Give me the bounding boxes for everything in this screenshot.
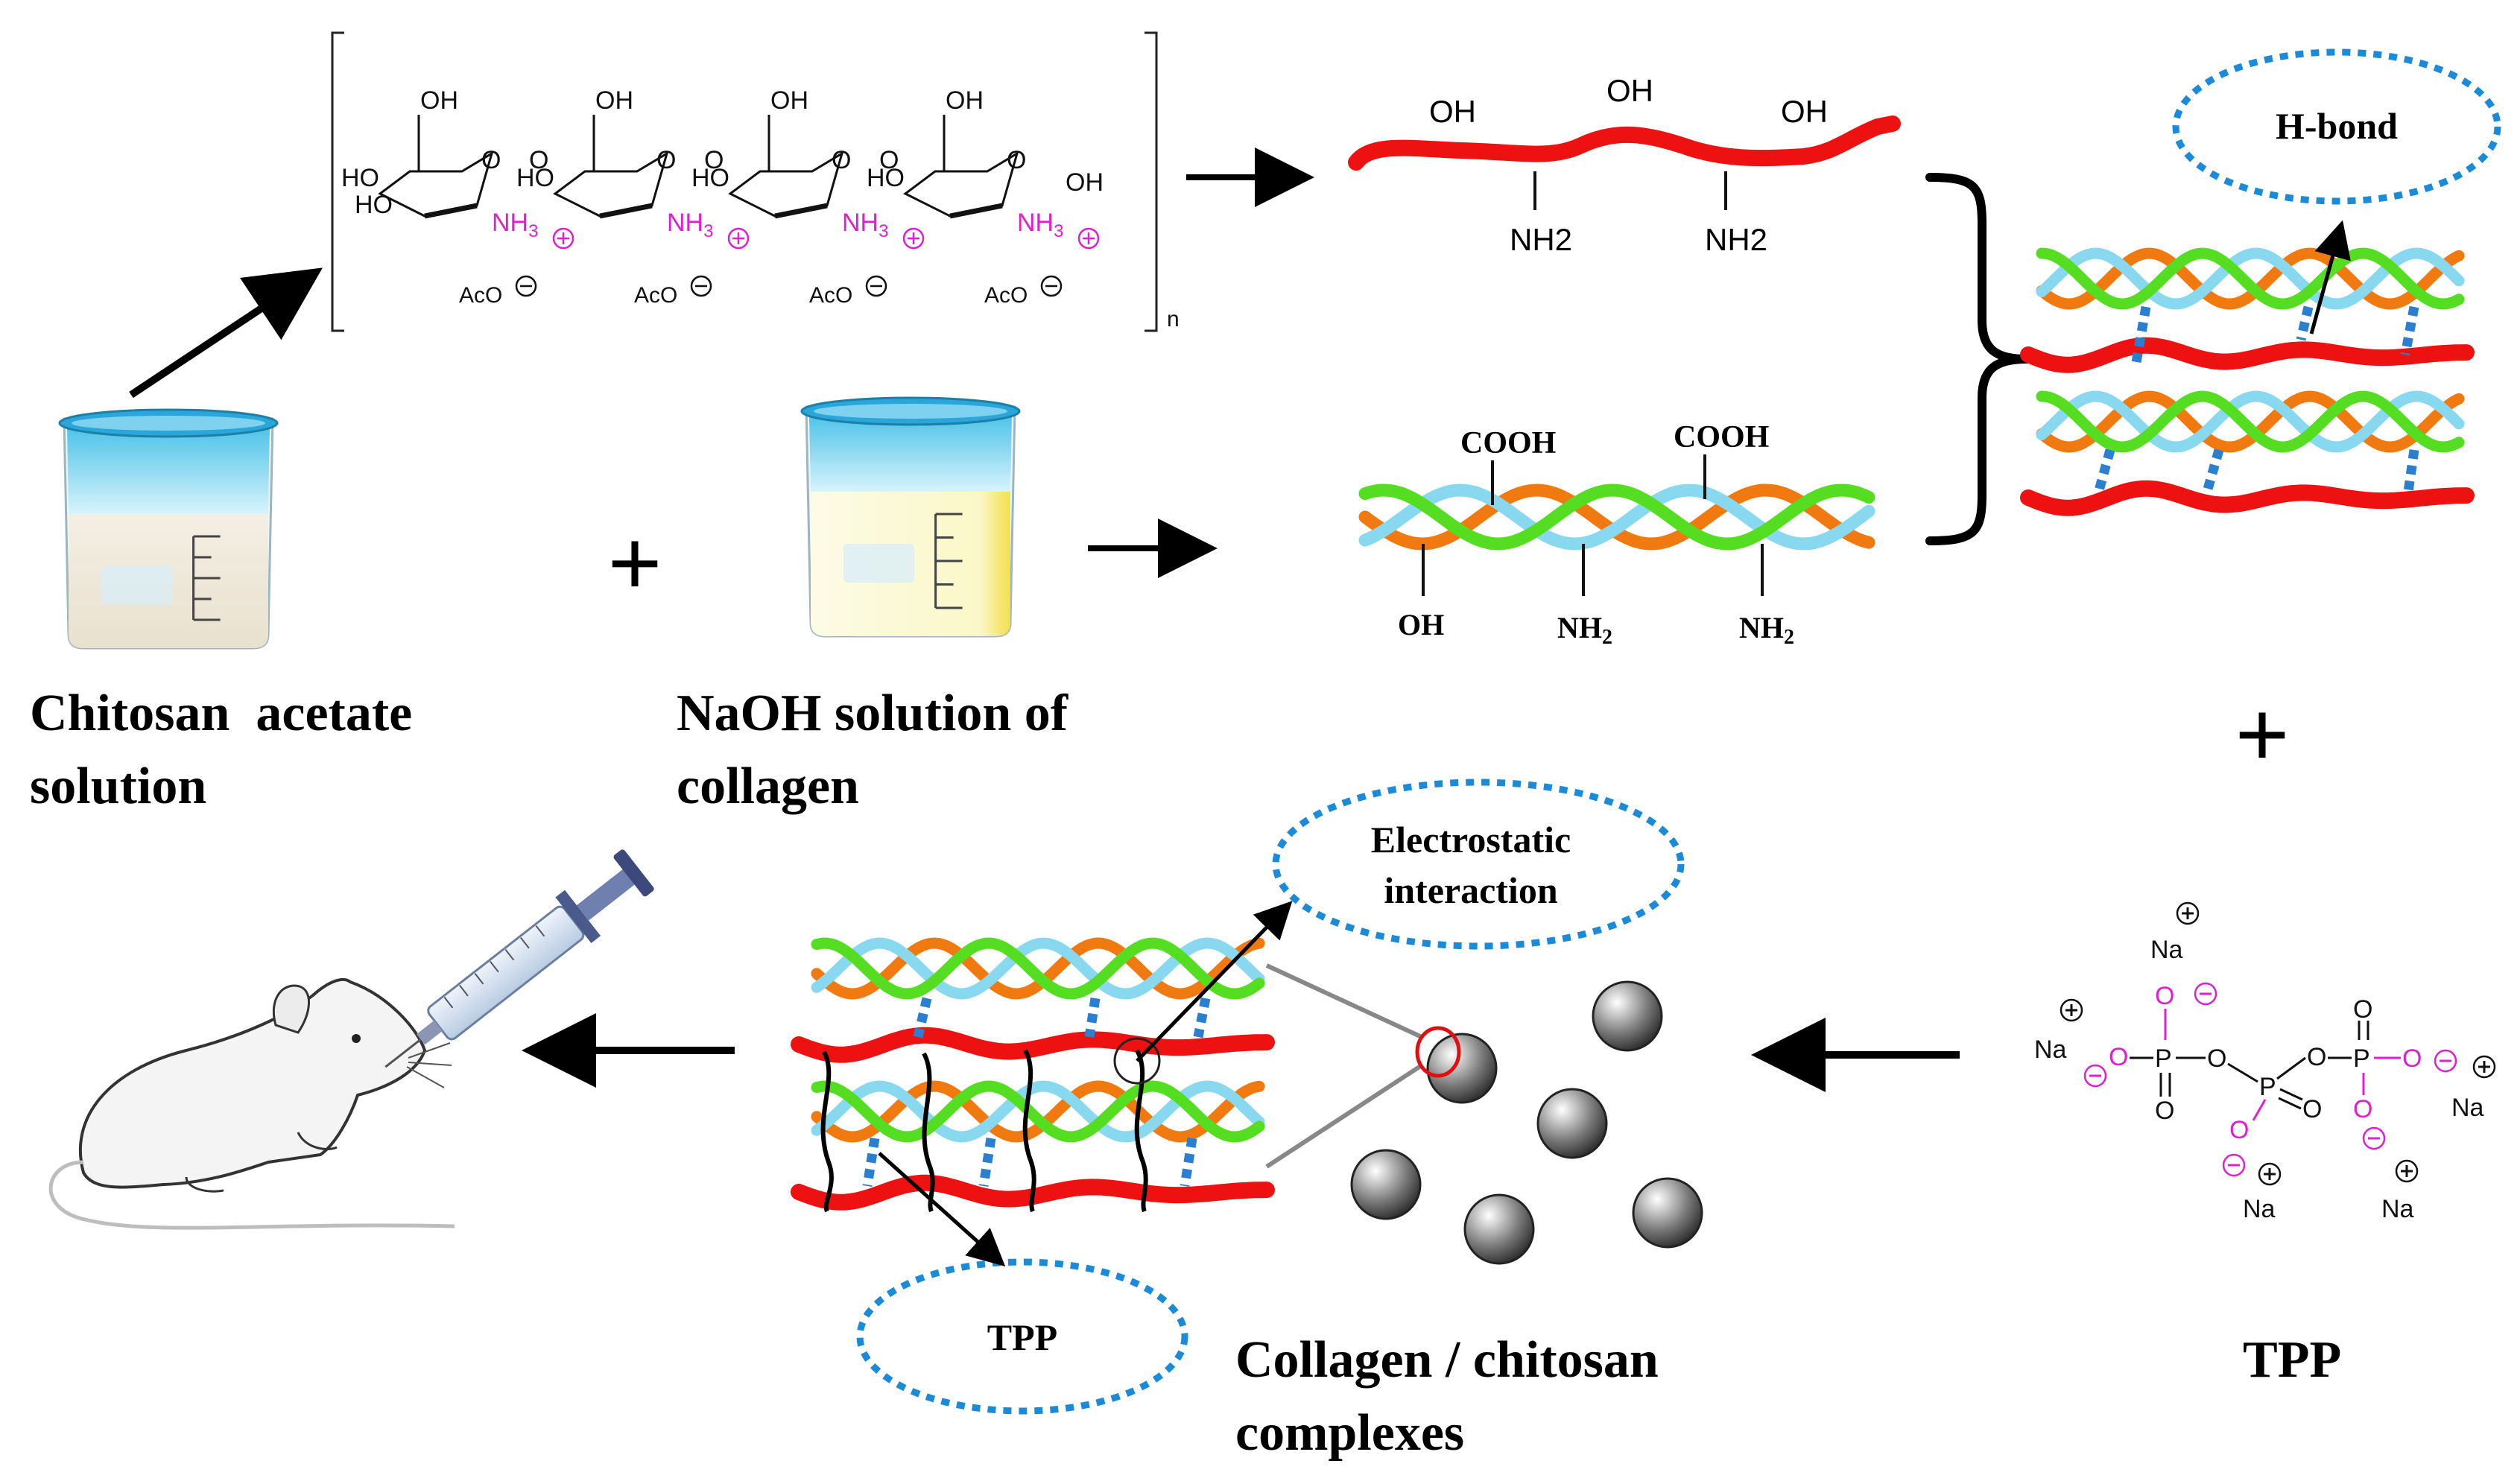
ring-oxygen: O	[656, 146, 676, 174]
tpp-atom: O	[2302, 1095, 2322, 1123]
ammonium-label: NH3	[842, 209, 888, 241]
sodium-label: Na	[2034, 1036, 2067, 1064]
chitosan-solution-label: Chitosan acetate	[30, 685, 412, 742]
hydroxyl-label: HO	[516, 164, 554, 192]
hydroxyl-label: OH	[420, 86, 458, 115]
tpp-atom: O	[2207, 1044, 2226, 1073]
tpp-atom: P	[2155, 1044, 2172, 1073]
hbond-callout: H-bond	[2172, 48, 2501, 334]
tpp-atom: O	[2155, 982, 2174, 1010]
chitosan-beaker	[58, 408, 279, 650]
ammonium-label: NH3	[1017, 209, 1063, 241]
hydroxyl-label: OH	[1066, 168, 1104, 197]
electrostatic-label: Electrostatic	[1371, 819, 1571, 860]
tpp-atom: O	[2109, 1043, 2128, 1071]
ring-oxygen: O	[832, 146, 851, 174]
tpp-atom: P	[2259, 1073, 2276, 1101]
mouse-illustration	[48, 977, 455, 1230]
hydroxyl-label: HO	[341, 164, 379, 192]
sodium-label: Na	[2381, 1195, 2414, 1223]
crosslinked-complex	[791, 937, 1275, 1213]
acetate-label: AcO	[634, 283, 677, 308]
tpp-atom: O	[2402, 1044, 2422, 1073]
grouping-brace	[1925, 173, 2031, 545]
hydroxyl-label: OH	[946, 86, 984, 115]
acetate-label: AcO	[984, 283, 1028, 308]
chain-oh-label: OH	[1781, 94, 1828, 129]
sodium-label: Na	[2150, 936, 2183, 964]
electrostatic-callout: Electrostatic interaction	[1113, 779, 1685, 1085]
chitosan-chain: OH OH OH NH2 NH2	[1348, 73, 1901, 257]
nanoparticle	[1426, 1033, 1498, 1104]
hydroxyl-label: HO	[691, 164, 729, 192]
syringe-illustration	[384, 849, 654, 1068]
cooh-label: COOH	[1460, 426, 1556, 460]
hydroxyl-label: HO	[867, 164, 905, 192]
nanoparticle	[1350, 1149, 1422, 1220]
plus-sign: +	[2235, 682, 2290, 789]
tpp-atom: P	[2353, 1044, 2370, 1073]
collagen-nh2-label: NH2	[1557, 611, 1612, 649]
chain-oh-label: OH	[1606, 73, 1653, 108]
repeat-unit-n: n	[1167, 307, 1180, 332]
nanoparticle	[1536, 1088, 1608, 1159]
chain-nh2-label: NH2	[1510, 222, 1572, 257]
tpp-atom: O	[2307, 1043, 2326, 1071]
ring-oxygen: O	[481, 146, 501, 174]
assembled-complex-top	[2020, 247, 2475, 516]
nanoparticle	[1592, 980, 1663, 1052]
tpp-atom: O	[2353, 1095, 2372, 1123]
sodium-label: Na	[2243, 1195, 2276, 1223]
tpp-label: TPP	[2243, 1331, 2341, 1389]
tpp-atom: O	[2353, 995, 2372, 1024]
complex-label: Collagen / chitosan	[1235, 1331, 1659, 1389]
glycosidic-oxygen: O	[529, 146, 548, 174]
electrostatic-label: interaction	[1384, 869, 1557, 911]
tpp-callout-label: TPP	[987, 1316, 1057, 1358]
ammonium-label: NH3	[492, 209, 538, 241]
collagen-nh2-label: NH2	[1739, 611, 1794, 649]
chain-nh2-label: NH2	[1705, 222, 1767, 257]
collagen-triple-helix: COOH COOH OH NH2 NH2	[1358, 420, 1875, 649]
tpp-atom: O	[2229, 1116, 2249, 1144]
ammonium-label: NH3	[667, 209, 713, 241]
chitosan-structure: n OHOHOHONH3AcOOOHOHONH3AcOOOHOHONH3AcOO…	[331, 31, 1180, 332]
ring-oxygen: O	[1007, 146, 1026, 174]
acetate-label: AcO	[809, 283, 852, 308]
hydroxyl-label: HO	[355, 191, 393, 219]
collagen-solution-label: NaOH solution of	[677, 685, 1069, 742]
glycosidic-oxygen: O	[879, 146, 899, 174]
tpp-callout: TPP	[856, 1152, 1188, 1415]
nanoparticle	[1632, 1177, 1703, 1249]
plus-sign: +	[607, 510, 662, 618]
sodium-label: Na	[2451, 1094, 2484, 1122]
collagen-oh-label: OH	[1398, 608, 1444, 641]
glycosidic-oxygen: O	[704, 146, 724, 174]
complex-label: complexes	[1235, 1404, 1464, 1462]
cooh-label: COOH	[1674, 420, 1769, 454]
nanoparticles	[1350, 980, 1703, 1265]
hydroxyl-label: OH	[770, 86, 808, 115]
acetate-label: AcO	[459, 283, 502, 308]
chitosan-solution-label: solution	[30, 758, 206, 815]
collagen-solution-label: collagen	[677, 758, 859, 815]
hbond-label: H-bond	[2276, 105, 2398, 147]
hydroxyl-label: OH	[595, 86, 633, 115]
collagen-beaker	[800, 396, 1021, 638]
chain-oh-label: OH	[1429, 94, 1476, 129]
arrow-beaker-to-structure	[129, 267, 323, 399]
nanoparticle	[1463, 1193, 1535, 1265]
tpp-atom: O	[2155, 1097, 2174, 1125]
